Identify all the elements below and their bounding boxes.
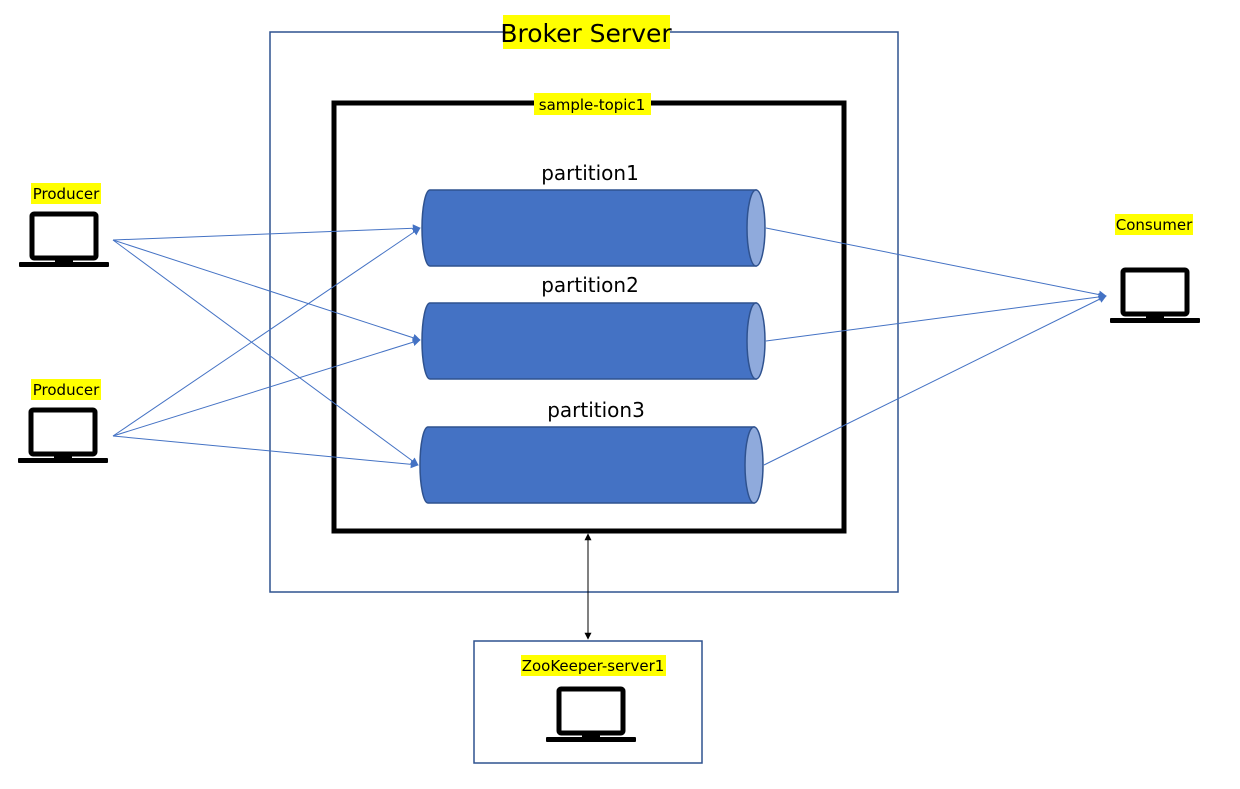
arrow-part2-consumer (765, 292, 1107, 342)
zookeeper-laptop-icon (546, 689, 636, 742)
partition-2 (421, 302, 766, 380)
partition-cap (744, 426, 764, 504)
producer-1-laptop-icon (19, 214, 109, 267)
partition-label-1: partition1 (541, 161, 639, 185)
zookeeper-label: ZooKeeper-server1 (522, 657, 665, 675)
arrow-p1-part1 (112, 224, 421, 241)
partition-1 (421, 189, 766, 267)
topic-title: sample-topic1 (539, 96, 646, 114)
arrow-p1-part3 (112, 239, 419, 466)
producer-2-laptop-icon (18, 410, 108, 463)
arrow-p2-part2 (112, 338, 421, 437)
producer-label-highlight (31, 183, 101, 204)
producer-arrows (112, 224, 421, 469)
consumer-label-highlight (1115, 214, 1193, 235)
producer-label-highlight (31, 379, 101, 400)
producer-label-2: Producer (33, 381, 100, 399)
arrow-part3-consumer (763, 295, 1107, 466)
producer-label-1: Producer (33, 185, 100, 203)
broker-title: Broker Server (500, 19, 672, 48)
arrow-part1-consumer (765, 227, 1107, 299)
partition-3 (419, 426, 764, 504)
broker-title-highlight (503, 15, 670, 49)
partition-cap (746, 189, 766, 267)
consumer-laptop-icon (1110, 270, 1200, 323)
consumer-arrows (763, 227, 1107, 466)
partition-cap (746, 302, 766, 380)
zookeeper-label-highlight (521, 655, 666, 676)
arrow-p2-part3 (112, 435, 419, 469)
arrow-p2-part1 (112, 227, 421, 437)
partition-label-2: partition2 (541, 273, 639, 297)
partition-label-3: partition3 (547, 398, 645, 422)
arrow-p1-part2 (112, 239, 421, 342)
consumer-label: Consumer (1116, 216, 1193, 234)
zookeeper-box (473, 640, 703, 764)
topic-title-highlight (534, 93, 651, 115)
